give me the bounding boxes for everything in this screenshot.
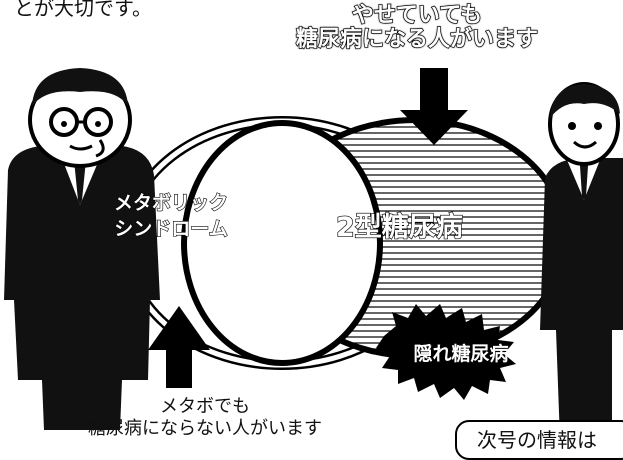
hidden-diabetes-label: 隠れ糖尿病 (413, 343, 509, 365)
bottom-line-1: メタボでも (160, 396, 250, 417)
thin-diabetes-caption: やせていても 糖尿病になる人がいます (287, 3, 547, 52)
metabo-line-1: メタボリック (113, 191, 228, 214)
diagram-canvas: とが大切です。 やせていても 糖尿病になる人がいます メタボリック シンドローム… (4, 0, 623, 460)
caption-line-1: やせていても (351, 3, 483, 28)
arrow-down-icon (400, 68, 468, 145)
metabolic-syndrome-label: メタボリック シンドローム (106, 190, 236, 242)
slim-man-figure (540, 82, 623, 440)
man-with-glasses-figure (4, 68, 160, 430)
caption-line-2: 糖尿病になる人がいます (295, 27, 538, 52)
arrow-up-icon (148, 306, 210, 388)
diagram-artwork (4, 68, 623, 440)
metabo-no-diabetes-caption: メタボでも 糖尿病にならない人がいます (40, 396, 370, 440)
intro-text-fragment: とが大切です。 (14, 0, 152, 20)
metabo-line-2: シンドローム (114, 217, 229, 240)
bottom-line-2: 糖尿病にならない人がいます (88, 418, 322, 439)
explosion-burst-icon (376, 304, 516, 400)
type2-diabetes-label: 2型糖尿病 (335, 211, 463, 243)
next-issue-box: 次号の情報は (455, 420, 623, 460)
overlap-circle (181, 120, 383, 366)
